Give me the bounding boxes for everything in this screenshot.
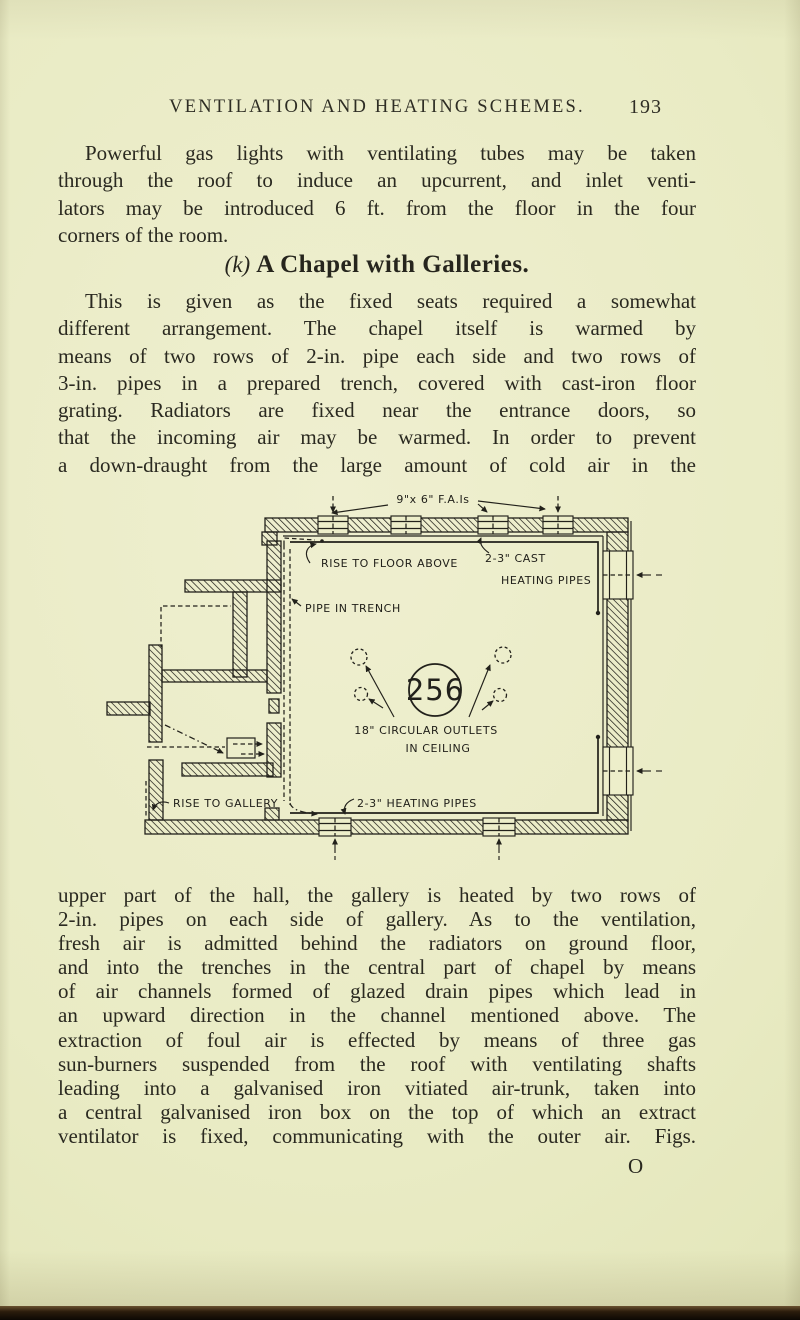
section-heading: (k)A Chapel with Galleries. xyxy=(58,251,696,279)
text-line: leading into a galvanised iron vitiated … xyxy=(58,1075,696,1100)
label-cast-pipes-line2: HEATING PIPES xyxy=(501,574,591,587)
text-line: corners of the room. xyxy=(58,222,229,247)
paragraph-chapel-heating: This is given as the fixed seats require… xyxy=(58,288,696,479)
text-line: This is given as the fixed seats require… xyxy=(85,289,696,313)
signature-mark: O xyxy=(628,1154,644,1178)
text-line: 3-in. pipes in a prepared trench, covere… xyxy=(58,370,696,395)
text-line: fresh air is admitted behind the radiato… xyxy=(58,931,696,956)
heating-pipe-lines xyxy=(290,541,601,814)
text-line: through the roof to induce an upcurrent,… xyxy=(58,168,696,193)
text-line: a down-draught from the large amount of … xyxy=(58,452,696,477)
text-line: lators may be introduced 6 ft. from the … xyxy=(58,195,696,220)
pipe-in-trench-lines xyxy=(145,537,324,818)
label-rise-to-floor-above: RISE TO FLOOR ABOVE xyxy=(321,557,458,570)
text-line: upper part of the hall, the gallery is h… xyxy=(58,883,696,907)
section-letter: (k) xyxy=(224,252,251,277)
section-title: A Chapel with Galleries. xyxy=(256,251,530,278)
running-title: VENTILATION AND HEATING SCHEMES. xyxy=(169,97,585,117)
label-fresh-air-inlets: 9"x 6" F.A.Is xyxy=(396,493,469,506)
label-rise-to-gallery: RISE TO GALLERY xyxy=(173,797,278,810)
label-heating-pipes-bottom: 2-3" HEATING PIPES xyxy=(357,797,477,810)
fresh-air-inlets-top xyxy=(317,515,574,535)
text-line: of air channels formed of glazed drain p… xyxy=(58,979,696,1004)
text-line: ventilator is fixed, communicating with … xyxy=(58,1123,696,1148)
page-number: 193 xyxy=(629,96,662,118)
text-line: Powerful gas lights with ventilating tub… xyxy=(85,141,696,165)
text-line: 2-in. pipes on each side of gallery. As … xyxy=(58,907,696,932)
paragraph-gas-lights: Powerful gas lights with ventilating tub… xyxy=(58,140,696,249)
gallery-stair-lines xyxy=(147,605,265,759)
chapel-plan-drawing: 9"x 6" F.A.Is RISE TO FLOOR ABOVE 2-3" C… xyxy=(106,493,662,860)
annotation-arrows xyxy=(151,496,662,860)
fresh-air-inlets-bottom xyxy=(318,817,516,837)
label-circular-outlets-line1: 18" CIRCULAR OUTLETS xyxy=(354,724,498,737)
page-bottom-edge xyxy=(0,1306,800,1320)
text-line: extraction of foul air is effected by me… xyxy=(58,1027,696,1052)
paragraph-gallery-ventilation: upper part of the hall, the gallery is h… xyxy=(58,883,696,1148)
ceiling-outlets xyxy=(350,646,512,718)
text-line: and into the trenches in the central par… xyxy=(58,955,696,980)
fresh-air-inlets-right xyxy=(602,550,634,796)
label-outlet-count: 256 xyxy=(406,673,464,707)
text-line: an upward direction in the channel menti… xyxy=(58,1003,696,1028)
text-line: sun-burners suspended from the roof with… xyxy=(58,1051,696,1076)
label-cast-pipes-line1: 2-3" CAST xyxy=(485,552,546,565)
page-header: VENTILATION AND HEATING SCHEMES. 193 xyxy=(58,96,696,123)
text-line: different arrangement. The chapel itself… xyxy=(58,316,696,341)
text-line: means of two rows of 2-in. pipe each sid… xyxy=(58,343,696,368)
label-pipe-in-trench: PIPE IN TRENCH xyxy=(305,602,401,615)
text-line: that the incoming air may be warmed. In … xyxy=(58,425,696,450)
label-circular-outlets-line2: IN CEILING xyxy=(406,742,471,755)
chapel-plan-figure: 9"x 6" F.A.Is RISE TO FLOOR ABOVE 2-3" C… xyxy=(95,485,735,863)
text-line: grating. Radiators are fixed near the en… xyxy=(58,398,696,423)
text-line: a central galvanised iron box on the top… xyxy=(58,1099,696,1124)
duct-box xyxy=(226,737,256,759)
